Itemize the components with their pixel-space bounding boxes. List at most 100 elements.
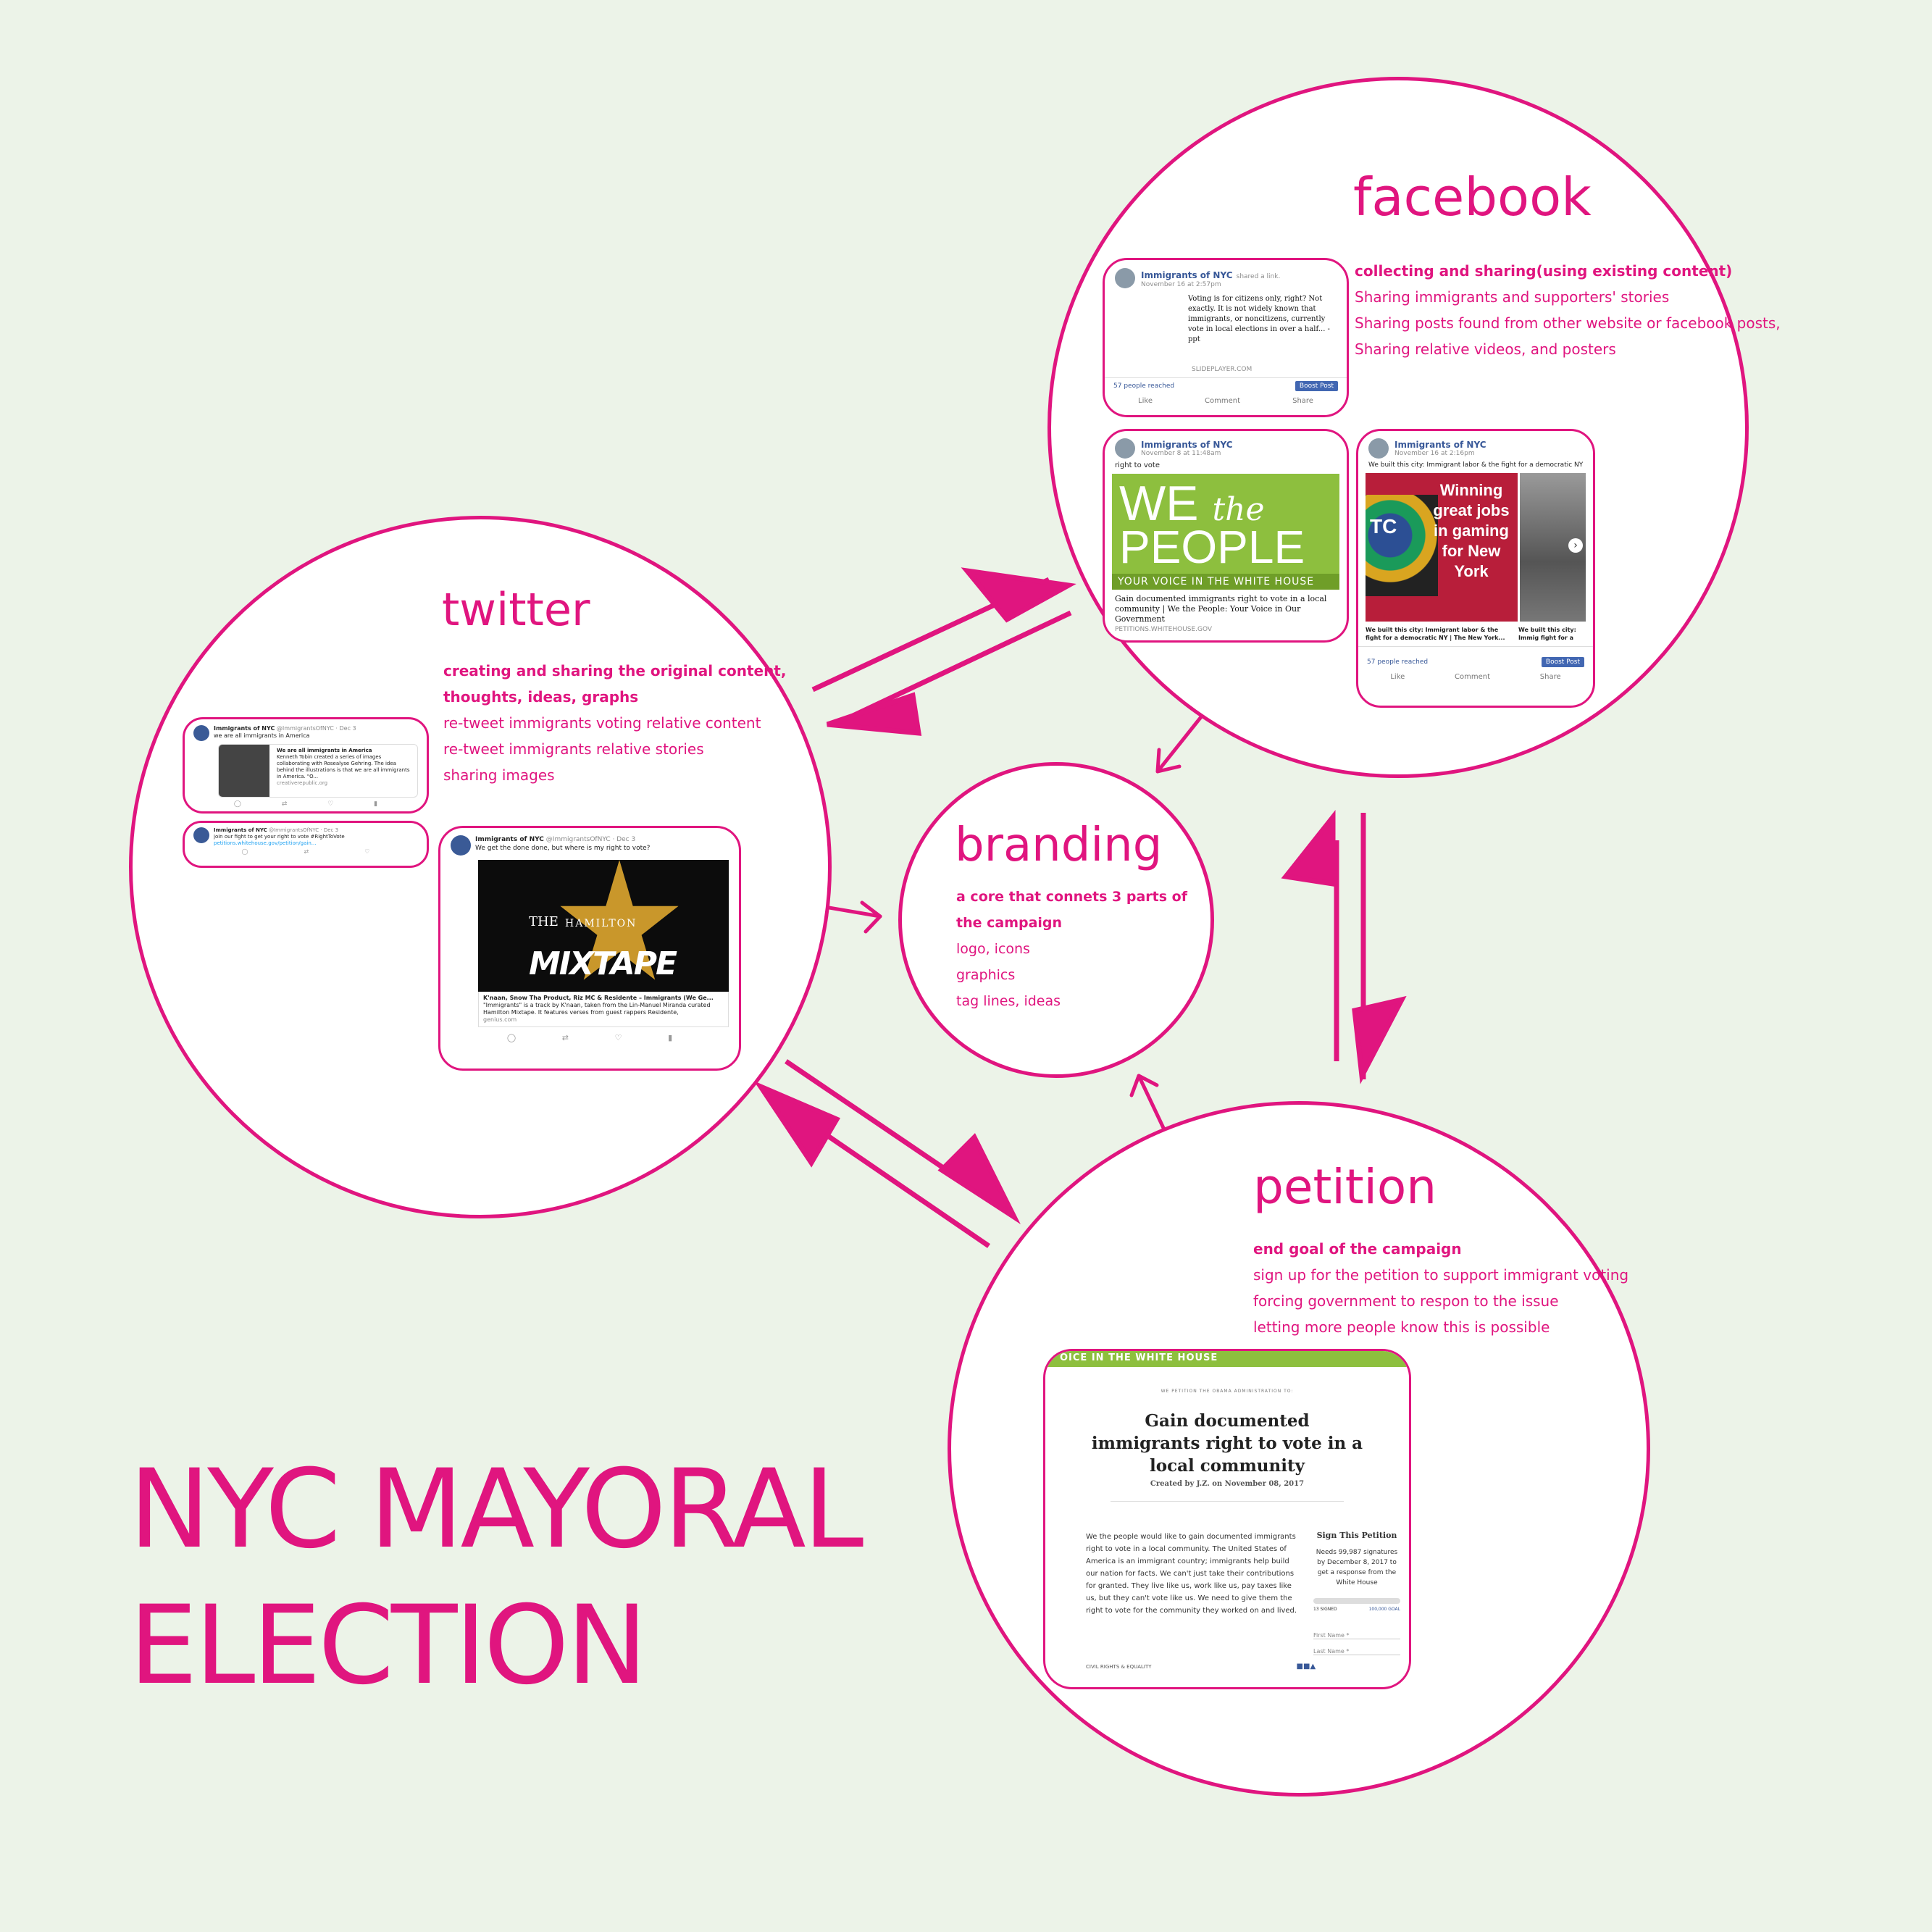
facebook-title: facebook <box>1353 167 1592 227</box>
tweet-handle: @ImmigrantsOfNYC · Dec 3 <box>269 827 339 833</box>
like-icon[interactable]: ♡ <box>327 800 334 808</box>
gaming-jobs-image: TC Winning great jobs in gaming for New … <box>1366 473 1518 622</box>
chips-graphic <box>1366 495 1438 596</box>
comment-button[interactable]: Comment <box>1455 673 1491 681</box>
image-text-hamilton: HAMILTON <box>565 918 637 929</box>
branding-point: graphics <box>956 967 1016 983</box>
retweet-icon[interactable]: ⇄ <box>561 1033 569 1042</box>
facebook-point: Sharing posts found from other website o… <box>1355 314 1781 332</box>
issue-tag: CIVIL RIGHTS & EQUALITY <box>1086 1663 1152 1670</box>
tweet-card-title: We are all immigrants in America <box>277 748 372 753</box>
share-button[interactable]: Share <box>1292 397 1313 405</box>
facebook-post-video: Immigrants of NYC November 16 at 2:16pm … <box>1356 429 1595 708</box>
like-button[interactable]: Like <box>1390 673 1405 681</box>
tweet-hamilton: Immigrants of NYC @ImmigrantsOfNYC · Dec… <box>438 826 741 1071</box>
boost-post-button[interactable]: Boost Post <box>1295 381 1338 391</box>
avatar <box>193 725 209 741</box>
tweet-handle: @ImmigrantsOfNYC · Dec 3 <box>545 836 636 843</box>
twitter-point: sharing images <box>443 766 555 784</box>
petition-heading: Gain documented immigrants right to vote… <box>1091 1411 1363 1476</box>
post-author: Immigrants of NYC <box>1141 270 1233 280</box>
twitter-description: creating and sharing the original conten… <box>443 658 786 788</box>
branding-title: branding <box>955 819 1163 872</box>
like-icon[interactable]: ♡ <box>614 1033 622 1042</box>
arrow-facebook-to-twitter <box>833 610 1072 727</box>
twitter-lead: creating and sharing the original conten… <box>443 662 787 679</box>
reply-icon[interactable]: ◯ <box>233 800 241 808</box>
like-icon[interactable]: ♡ <box>364 848 370 855</box>
banner-we: WE <box>1119 476 1199 531</box>
tweet-card-text: Kenneth Tobin created a series of images… <box>277 754 410 779</box>
post-link-title: Gain documented immigrants right to vote… <box>1115 594 1327 624</box>
stats-icon[interactable]: ▮ <box>668 1033 673 1042</box>
comment-button[interactable]: Comment <box>1205 397 1241 405</box>
hamilton-mixtape-image: THE HAMILTON MIXTAPE <box>478 860 729 992</box>
twitter-title: twitter <box>442 583 590 636</box>
tweet-actions: ◯ ⇄ ♡ <box>185 847 427 856</box>
branding-point: tag lines, ideas <box>956 993 1061 1009</box>
twitter-point: re-tweet immigrants relative stories <box>443 740 704 758</box>
petition-created: Created by J.Z. on November 08, 2017 <box>1150 1480 1305 1488</box>
page-title-line2: ELECTION <box>129 1583 648 1709</box>
first-name-field[interactable]: First Name * <box>1313 1632 1400 1639</box>
tweet-author: Immigrants of NYC <box>214 725 275 732</box>
tweet-text: we are all immigrants in America <box>214 732 310 739</box>
banner-people: PEOPLE <box>1119 521 1305 573</box>
stats-icon[interactable]: ▮ <box>374 800 378 808</box>
facebook-lead: collecting and sharing(using existing co… <box>1355 262 1733 280</box>
facebook-description: collecting and sharing(using existing co… <box>1355 258 1781 362</box>
image-text-the: THE <box>529 914 559 929</box>
social-share-icons[interactable]: ■■▲ <box>1296 1663 1316 1670</box>
last-name-field[interactable]: Last Name * <box>1313 1648 1400 1655</box>
post-reach: 57 people reached <box>1113 382 1175 390</box>
arrow-twitter-to-petition-head <box>937 1133 1021 1224</box>
post-link-text: Voting is for citizens only, right? Not … <box>1188 295 1330 343</box>
boost-post-button[interactable]: Boost Post <box>1541 657 1584 667</box>
avatar <box>451 835 471 856</box>
post-action: shared a link. <box>1236 273 1281 280</box>
avatar <box>1115 267 1135 288</box>
branding-point: logo, icons <box>956 941 1030 957</box>
signature-progress-bar <box>1313 1598 1400 1604</box>
tweet-actions: ◯ ⇄ ♡ ▮ <box>185 798 427 811</box>
petition-point: letting more people know this is possibl… <box>1253 1318 1550 1336</box>
tweet-petition-link: Immigrants of NYC @ImmigrantsOfNYC · Dec… <box>183 821 429 868</box>
petition-body: We the people would like to gain documen… <box>1086 1533 1297 1615</box>
post-date: November 16 at 2:16pm <box>1394 450 1475 457</box>
branding-lead: the campaign <box>956 915 1063 931</box>
reply-icon[interactable]: ◯ <box>241 848 248 855</box>
post-author: Immigrants of NYC <box>1141 440 1233 450</box>
facebook-point: Sharing immigrants and supporters' stori… <box>1355 288 1670 306</box>
petition-ask: WE PETITION THE OBAMA ADMINISTRATION TO: <box>1161 1389 1294 1394</box>
retweet-icon[interactable]: ⇄ <box>304 848 309 855</box>
arrow-facebook-to-twitter-head <box>826 692 922 736</box>
tweet-actions: ◯ ⇄ ♡ ▮ <box>440 1027 739 1048</box>
avatar <box>1368 438 1389 459</box>
post-date: November 8 at 11:48am <box>1141 450 1221 457</box>
post-date: November 16 at 2:57pm <box>1141 281 1221 288</box>
carousel-caption: We built this city: Immig fight for a de… <box>1518 627 1576 641</box>
retweet-icon[interactable]: ⇄ <box>281 800 288 808</box>
sign-petition-title: Sign This Petition <box>1316 1531 1397 1540</box>
like-button[interactable]: Like <box>1138 397 1153 405</box>
post-source: SLIDEPLAYER.COM <box>1192 366 1253 373</box>
tweet-link[interactable]: petitions.whitehouse.gov/petition/gain..… <box>214 840 317 846</box>
page-title: NYC MAYORAL ELECTION <box>129 1442 863 1714</box>
arrow-petition-to-facebook-head <box>1281 809 1336 887</box>
arrow-petition-to-twitter-head <box>753 1081 841 1168</box>
share-button[interactable]: Share <box>1539 673 1561 681</box>
twitter-point: re-tweet immigrants voting relative cont… <box>443 714 761 732</box>
twitter-lead: thoughts, ideas, graphs <box>443 688 639 706</box>
petition-screenshot: OICE IN THE WHITE HOUSE WE PETITION THE … <box>1043 1349 1411 1689</box>
post-source: PETITIONS.WHITEHOUSE.GOV <box>1115 626 1213 633</box>
reply-icon[interactable]: ◯ <box>506 1033 517 1042</box>
facebook-post-petition: Immigrants of NYC November 8 at 11:48am … <box>1103 429 1349 643</box>
tweet-card-title: K'naan, Snow Tha Product, Riz MC & Resid… <box>483 995 714 1001</box>
post-text: We built this city: Immigrant labor & th… <box>1368 461 1584 469</box>
tweet-text: join our fight to get your right to vote… <box>214 834 345 840</box>
avatar <box>1115 438 1135 459</box>
chevron-right-icon[interactable]: › <box>1568 538 1583 553</box>
branding-lead: a core that connets 3 parts of <box>956 889 1187 905</box>
arrow-twitter-to-facebook-head <box>961 567 1076 623</box>
banner-the: the <box>1212 491 1265 528</box>
